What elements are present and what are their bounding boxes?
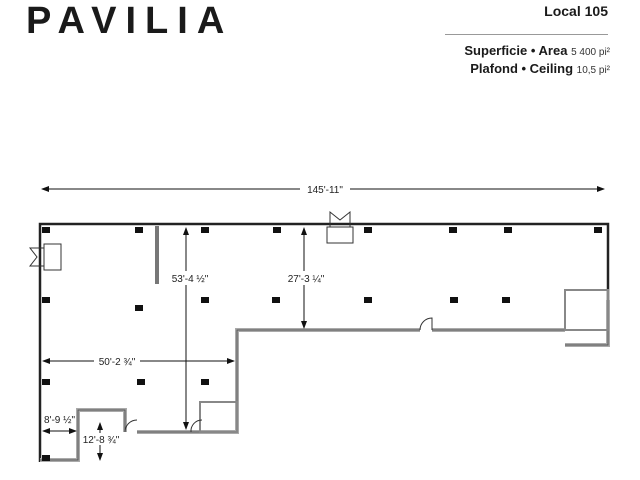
- column: [42, 379, 50, 385]
- dim-width-left: 50'-2 ¾": [99, 357, 136, 368]
- column: [201, 379, 209, 385]
- column: [273, 227, 281, 233]
- column: [594, 227, 602, 233]
- brand-logo: PAVILIA: [26, 0, 234, 42]
- spec-value: 5 400 pi²: [571, 47, 610, 58]
- column: [42, 227, 50, 233]
- column: [201, 297, 209, 303]
- walls: [28, 210, 610, 462]
- column: [449, 227, 457, 233]
- column: [450, 297, 458, 303]
- spec-label: Plafond • Ceiling: [470, 61, 574, 76]
- column: [364, 227, 372, 233]
- column: [272, 297, 280, 303]
- column: [42, 297, 50, 303]
- column: [135, 305, 143, 311]
- divider: [445, 34, 608, 35]
- dim-notch-width: 8'-9 ½": [44, 415, 75, 426]
- columns: [42, 227, 602, 461]
- column: [502, 297, 510, 303]
- column: [137, 379, 145, 385]
- column: [135, 227, 143, 233]
- dim-notch-depth: 12'-8 ¾": [83, 435, 120, 446]
- unit-label: Local 105: [544, 3, 608, 19]
- spec-value: 10,5 pi²: [576, 65, 610, 76]
- column: [42, 455, 50, 461]
- column: [504, 227, 512, 233]
- area-spec: Superficie • Area 5 400 pi²: [464, 43, 610, 58]
- column: [364, 297, 372, 303]
- column: [201, 227, 209, 233]
- ceiling-spec: Plafond • Ceiling 10,5 pi²: [470, 61, 610, 76]
- dim-depth-right: 27'-3 ¼": [288, 273, 325, 285]
- spec-label: Superficie • Area: [464, 43, 568, 58]
- dim-total-width: 145'-11": [307, 185, 343, 196]
- dim-depth-left: 53'-4 ½": [172, 274, 209, 285]
